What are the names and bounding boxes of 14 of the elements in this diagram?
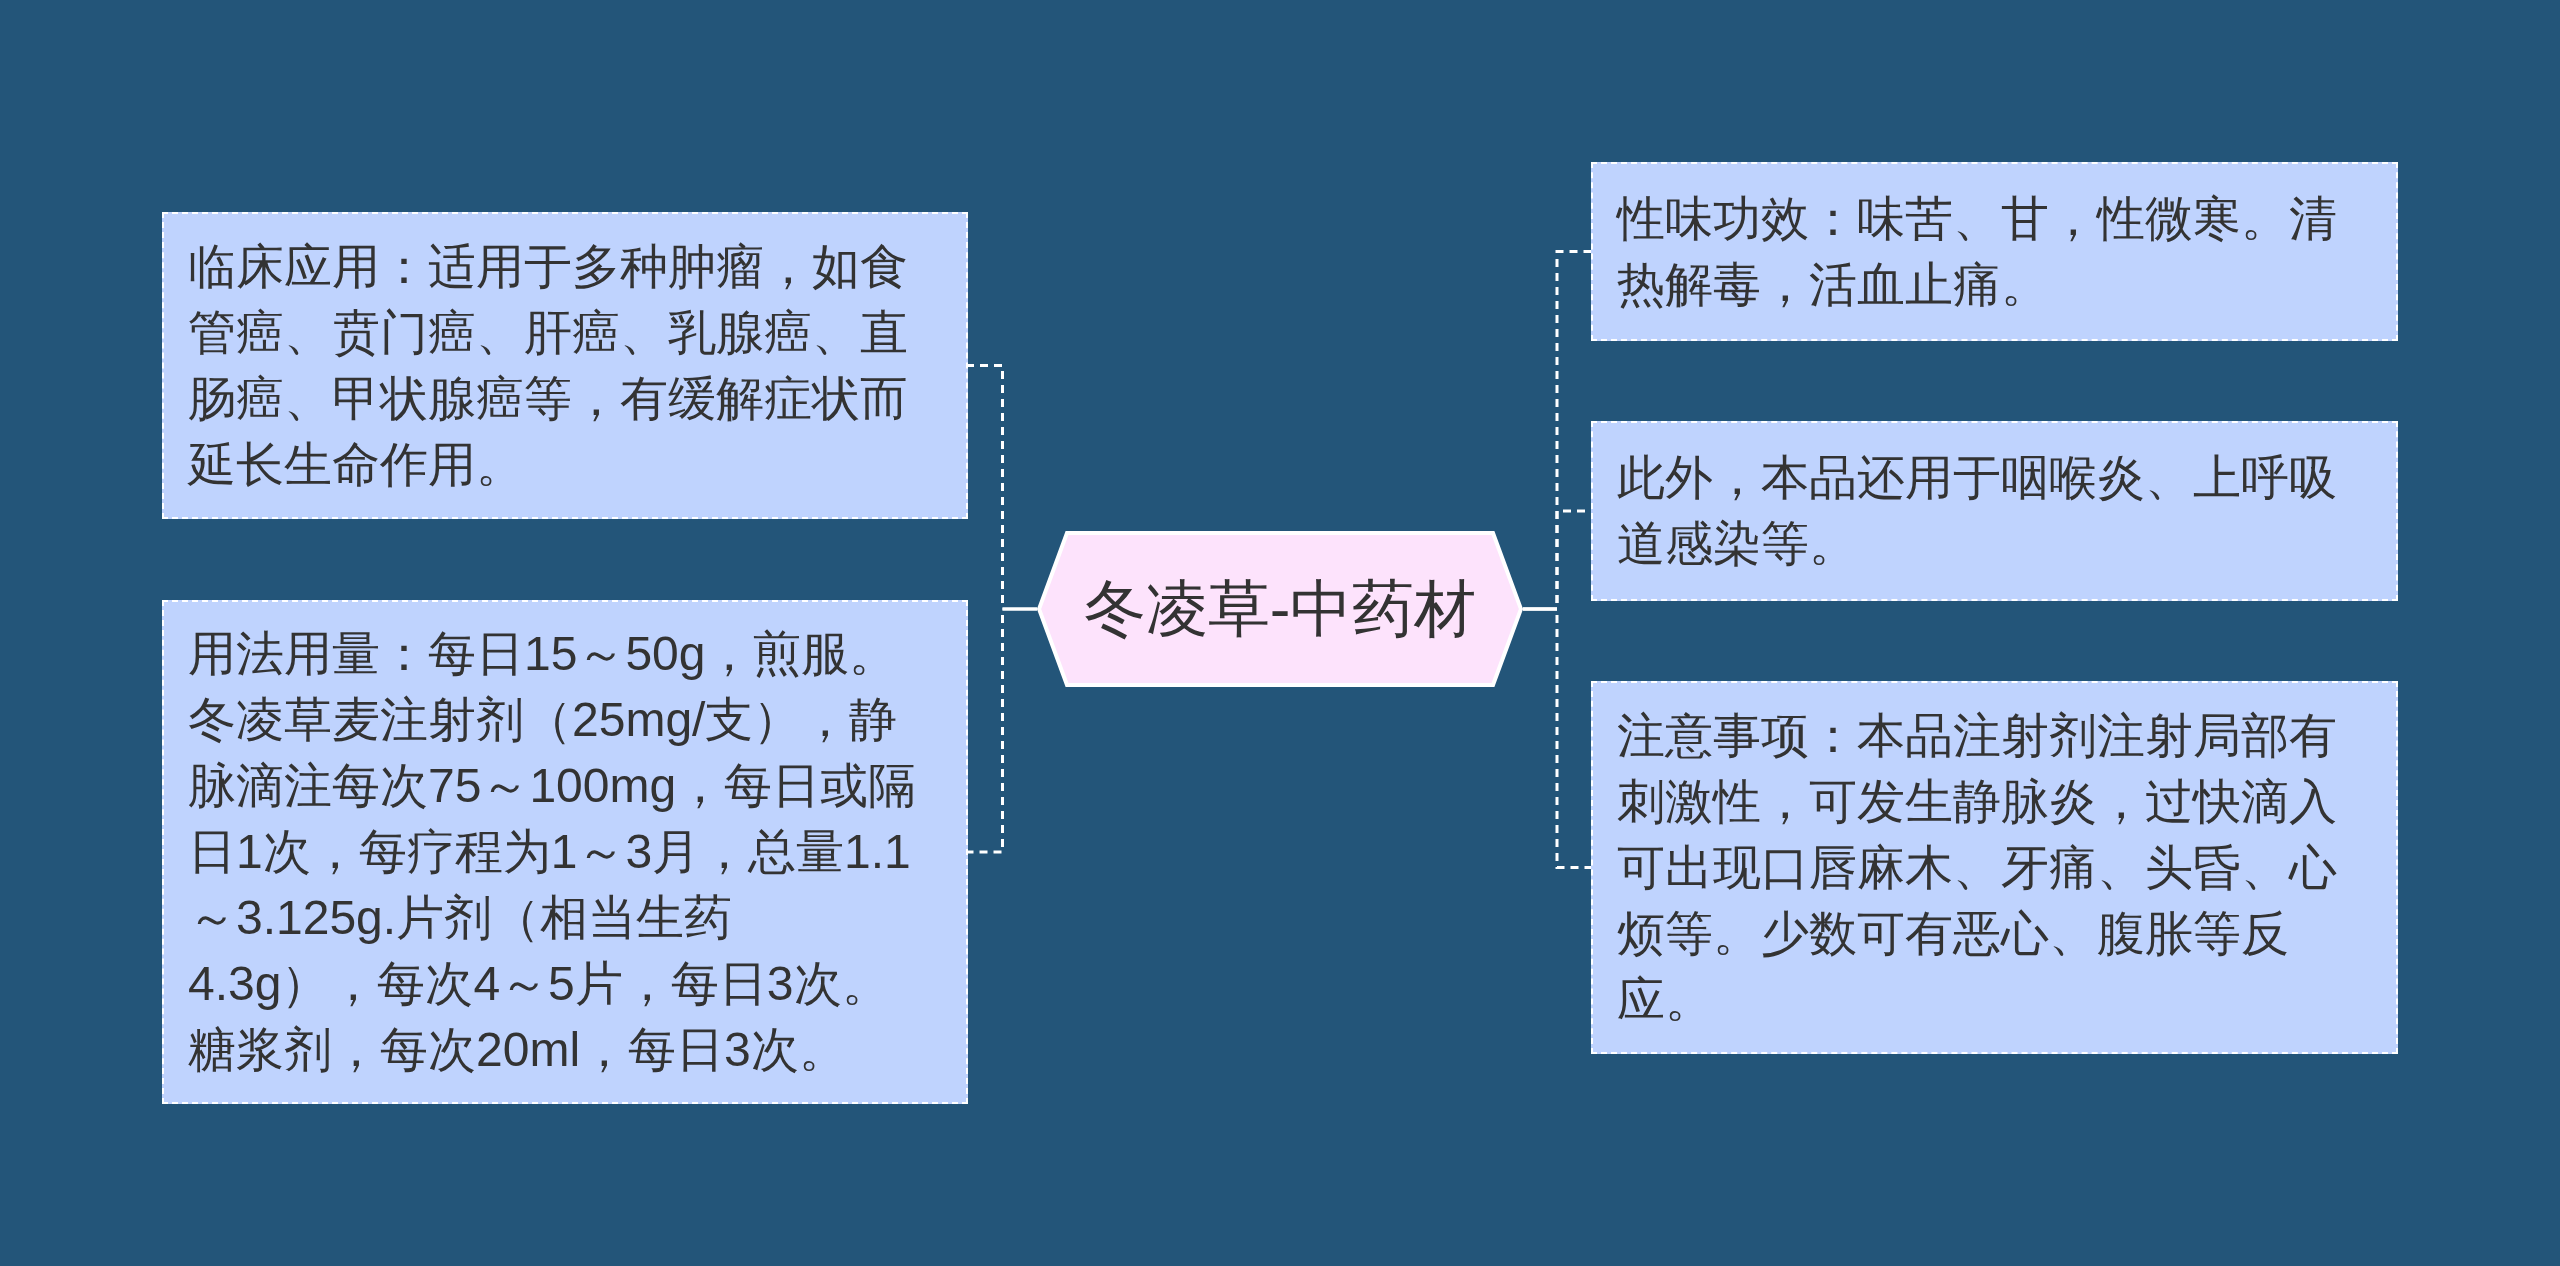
note-box	[162, 600, 968, 1104]
note-box	[1591, 421, 2398, 601]
topic-hexagon	[1037, 531, 1523, 687]
note-text: 用法用量：每日15～50g，煎服。冬凌草麦注射剂（25mg/支），静脉滴注每次75～100mg，每日或隔日1次，每疗程为1～3月，总量1.1～3.125g.片剂（相当生药4.3g），每次4～5片，每日3次。糖浆剂，每次20ml，每日3次。	[188, 626, 918, 1078]
topic-title: 冬凌草-中药材	[1083, 573, 1477, 645]
connector-line	[968, 607, 1037, 854]
note-text: 性味功效：味苦、甘，性微寒。清热解毒，活血止痛。	[1617, 190, 2338, 313]
note-text: 注意事项：本品注射剂注射局部有刺激性，可发生静脉炎，过快滴入可出现口唇麻木、牙痛、头昏、心烦等。少数可有恶心、腹胀等反应。	[1617, 707, 2338, 1028]
note-box	[1591, 681, 2398, 1054]
note-text: 此外，本品还用于咽喉炎、上呼吸道感染等。	[1617, 450, 2338, 572]
connector-line	[1523, 607, 1591, 869]
note-box	[1591, 162, 2398, 341]
note-text: 临床应用：适用于多种肿瘤，如食管癌、贲门癌、肝癌、乳腺癌、直肠癌、甲状腺癌等，有缓解症状而延长生命作用。	[188, 238, 909, 493]
note-box	[162, 212, 968, 519]
